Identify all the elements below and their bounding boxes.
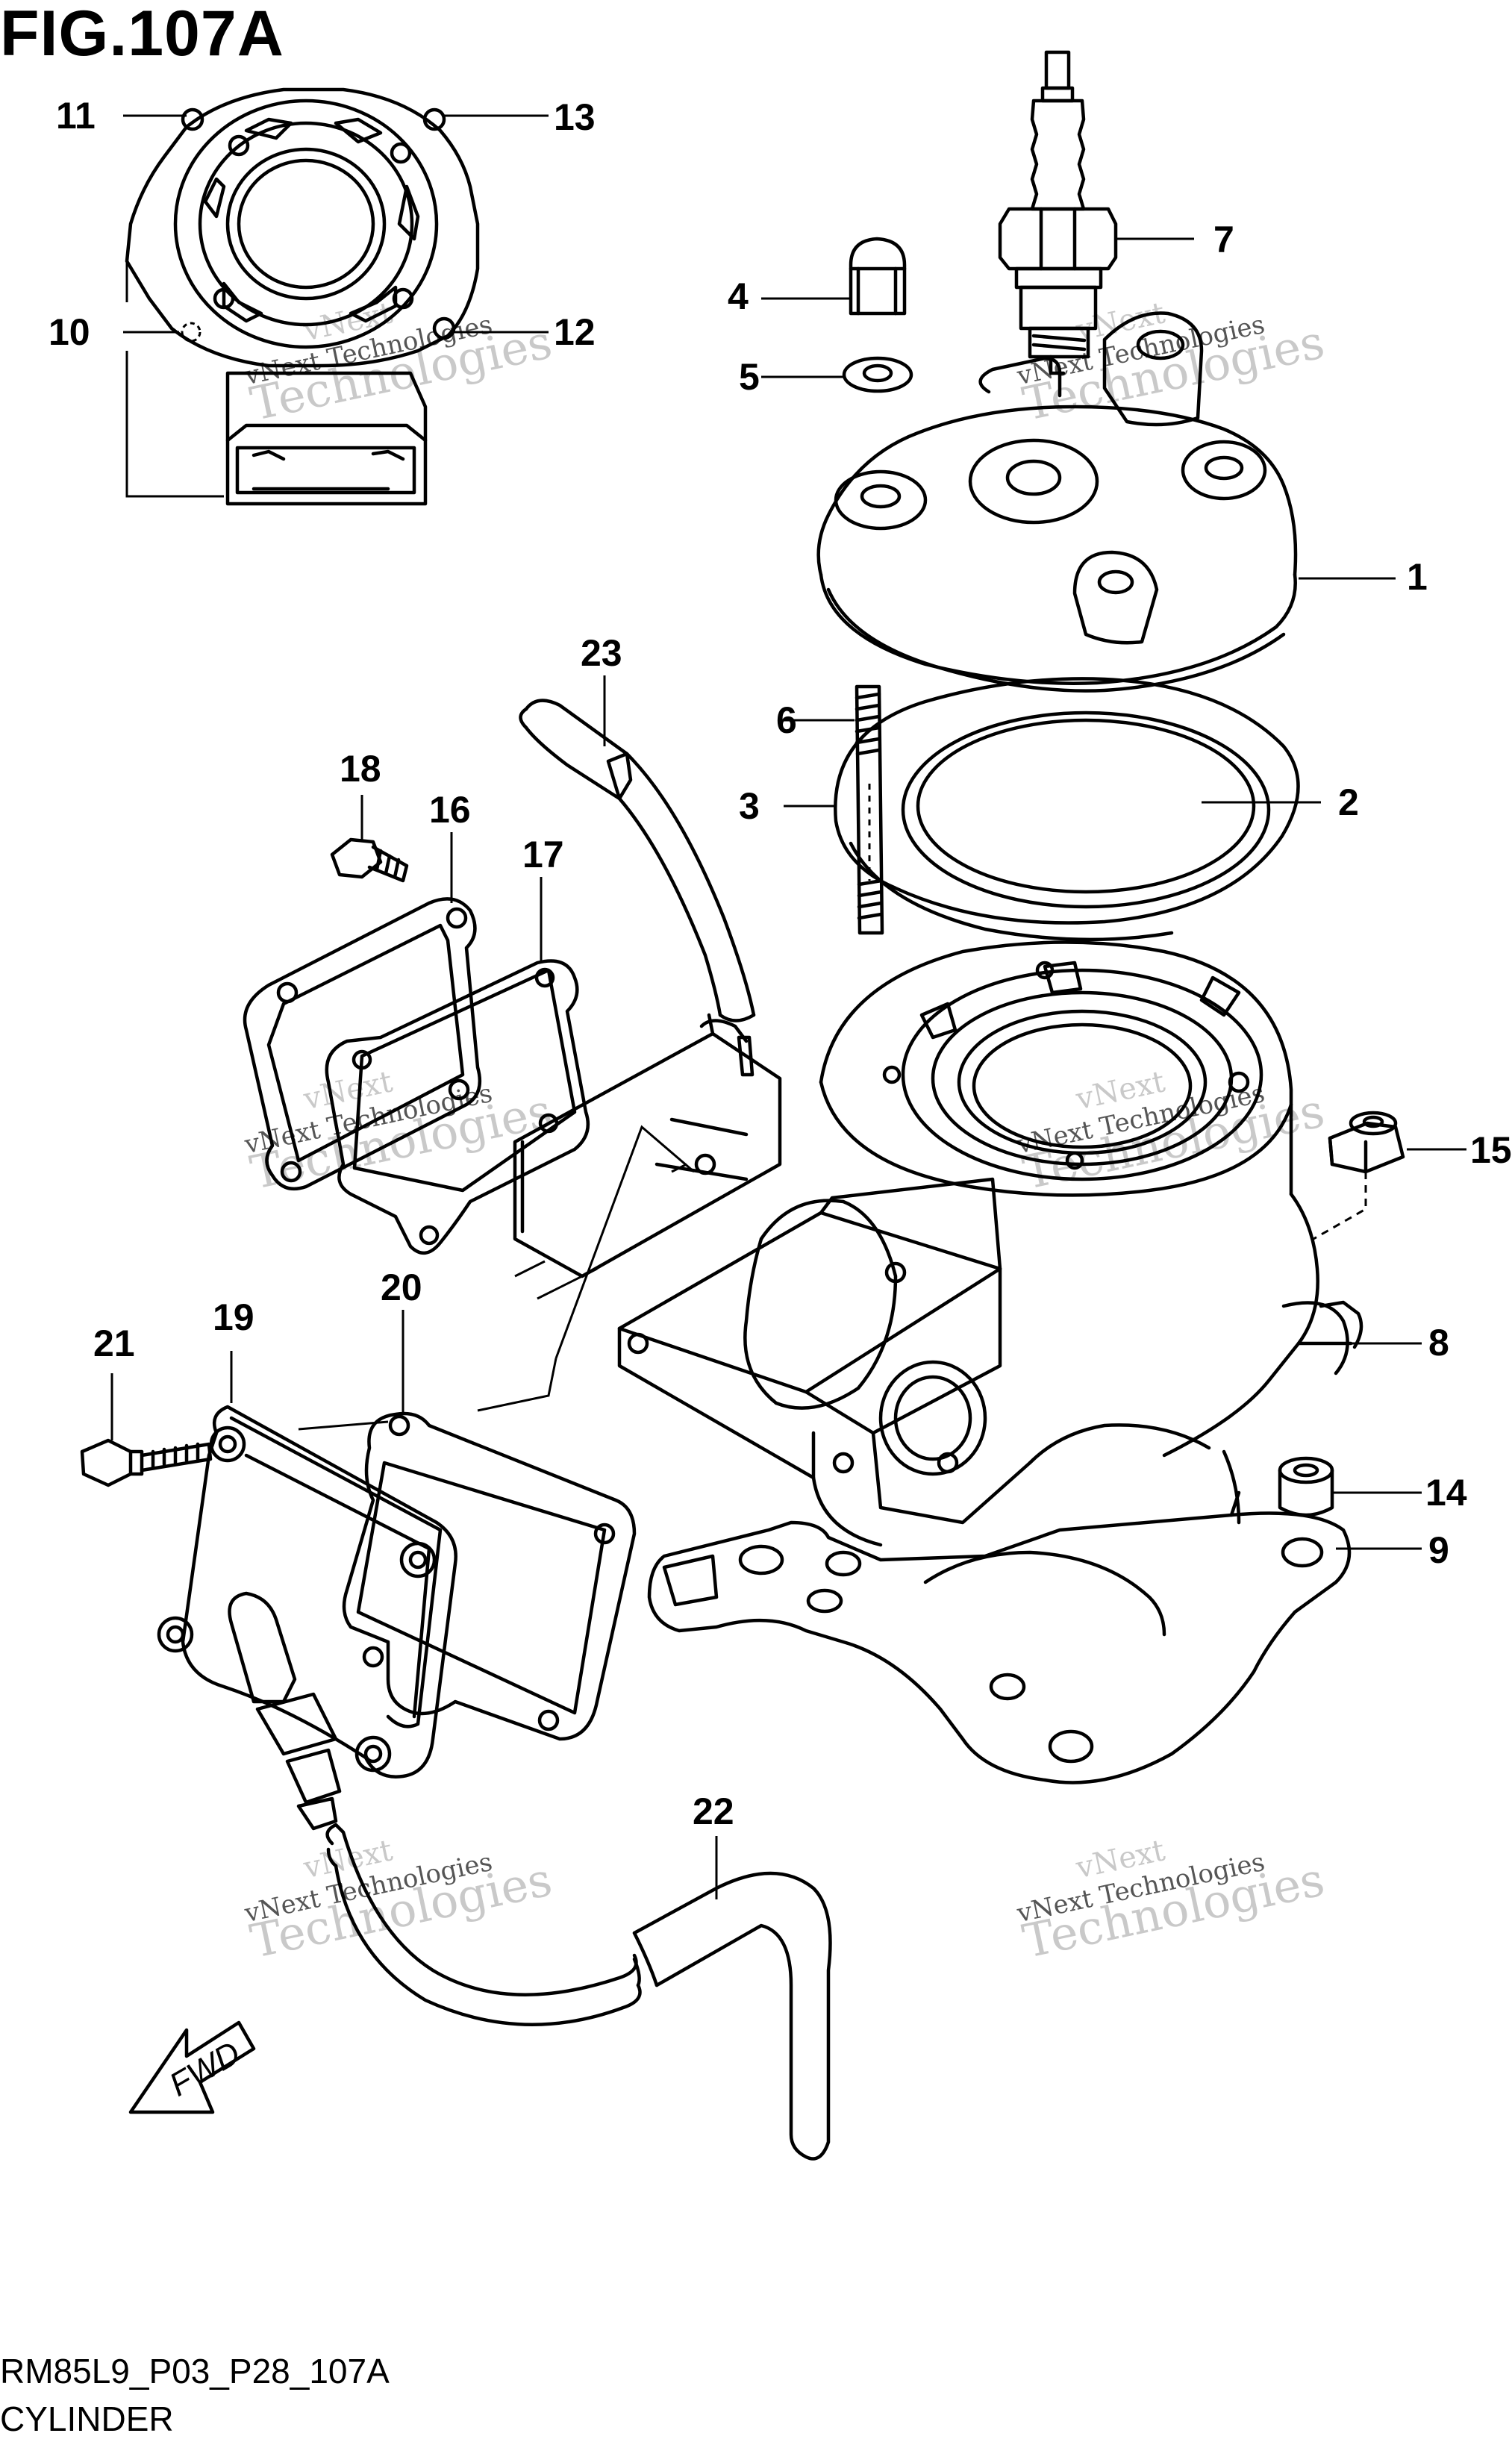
dowel-pin (1278, 1456, 1334, 1517)
callout-20[interactable]: 20 (381, 1267, 422, 1308)
callout-14[interactable]: 14 (1425, 1472, 1467, 1514)
callout-6[interactable]: 6 (776, 699, 797, 741)
callout-13[interactable]: 13 (554, 96, 596, 138)
cylinder-head (816, 311, 1298, 693)
callout-17[interactable]: 17 (522, 834, 564, 875)
callout-19[interactable]: 19 (213, 1296, 254, 1338)
intake-gasket-20 (342, 1411, 637, 1741)
hose-23 (519, 699, 756, 1022)
flange-nut (1328, 1111, 1405, 1174)
reed-cover-19 (157, 1405, 457, 1831)
figure-code: RM85L9_P03_P28_107A (0, 2352, 390, 2391)
callout-22[interactable]: 22 (693, 1790, 734, 1832)
callout-2[interactable]: 2 (1338, 781, 1359, 823)
figure-name: CYLINDER (0, 2399, 174, 2438)
cylinder-body (819, 940, 1363, 1525)
inset-cylinder-top-view (125, 87, 480, 368)
bolt-18 (330, 837, 409, 883)
callout-7[interactable]: 7 (1213, 219, 1234, 260)
stud-bolt (855, 684, 884, 935)
bolt-21 (80, 1438, 213, 1487)
callout-1[interactable]: 1 (1407, 556, 1428, 598)
callout-23[interactable]: 23 (581, 632, 622, 674)
callout-15[interactable]: 15 (1470, 1129, 1512, 1171)
reed-gasket-16 (243, 897, 482, 1191)
callout-10[interactable]: 10 (49, 311, 90, 353)
callout-4[interactable]: 4 (728, 275, 749, 317)
base-gasket (647, 1490, 1352, 1784)
head-gasket (834, 677, 1300, 942)
callout-9[interactable]: 9 (1428, 1529, 1449, 1571)
callout-16[interactable]: 16 (429, 789, 471, 831)
reed-gasket-17 (325, 959, 590, 1255)
callout-11[interactable]: 11 (56, 95, 96, 137)
figure-title: FIG.107A (0, 0, 284, 69)
washer (842, 356, 913, 393)
inset-cylinder-base-view (225, 371, 428, 506)
callout-5[interactable]: 5 (739, 356, 760, 398)
callout-18[interactable]: 18 (340, 748, 381, 790)
callout-8[interactable]: 8 (1428, 1322, 1449, 1364)
spark-plug (998, 50, 1118, 375)
callout-21[interactable]: 21 (93, 1323, 135, 1364)
hose-22 (325, 1823, 832, 2161)
forward-arrow (128, 2020, 256, 2114)
callout-12[interactable]: 12 (554, 311, 596, 353)
intake-port-housing (513, 1013, 1032, 1547)
cap-nut (849, 237, 907, 316)
callout-3[interactable]: 3 (739, 785, 760, 827)
